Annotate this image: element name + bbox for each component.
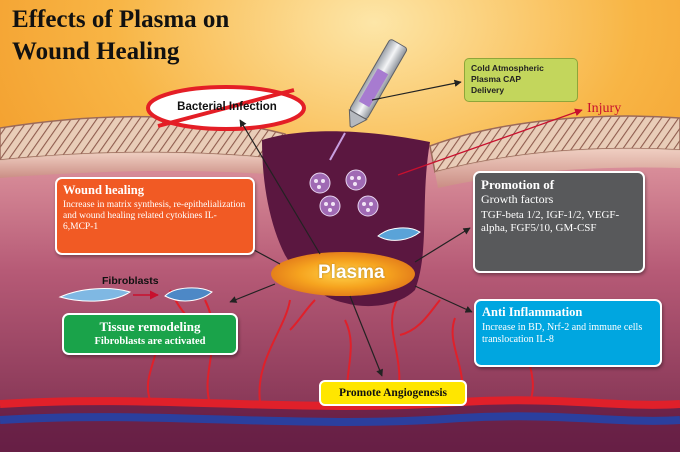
title-line-1: Effects of Plasma on — [12, 6, 230, 33]
growth-factors-subheading: Growth factors — [481, 192, 554, 206]
wound-healing-box: Wound healing Increase in matrix synthes… — [55, 177, 255, 255]
growth-factors-text: TGF-beta 1/2, IGF-1/2, VEGF-alpha, FGF5/… — [481, 209, 620, 234]
tissue-remodeling-heading: Tissue remodeling — [99, 319, 201, 334]
anti-inflammation-heading: Anti Inflammation — [482, 305, 583, 319]
wound-healing-heading: Wound healing — [63, 183, 144, 197]
diagram-title: Effects of Plasma on Wound Healing — [12, 4, 229, 68]
cap-line-2: Plasma CAP — [471, 74, 522, 84]
tissue-remodeling-box: Tissue remodeling Fibroblasts are activa… — [62, 313, 238, 355]
plasma-label: Plasma — [318, 262, 385, 283]
anti-inflammation-box: Anti Inflammation Increase in BD, Nrf-2 … — [474, 299, 662, 367]
growth-factors-box: Promotion of Growth factors TGF-beta 1/2… — [473, 171, 645, 273]
fibroblasts-label: Fibroblasts — [102, 275, 159, 287]
growth-factors-heading: Promotion of — [481, 177, 555, 192]
bacterial-infection-label: Bacterial Infection — [177, 101, 277, 113]
cap-line-1: Cold Atmospheric — [471, 63, 544, 73]
tissue-remodeling-text: Fibroblasts are activated — [94, 336, 206, 347]
injury-label: Injury — [587, 101, 622, 116]
anti-inflammation-text: Increase in BD, Nrf-2 and immune cells t… — [482, 322, 643, 345]
promote-angiogenesis-box: Promote Angiogenesis — [319, 380, 467, 406]
cap-delivery-box: Cold Atmospheric Plasma CAP Delivery — [464, 58, 578, 102]
cap-line-3: Delivery — [471, 85, 505, 95]
title-line-2: Wound Healing — [12, 38, 180, 65]
wound-healing-text: Increase in matrix synthesis, re-epithel… — [63, 200, 246, 232]
